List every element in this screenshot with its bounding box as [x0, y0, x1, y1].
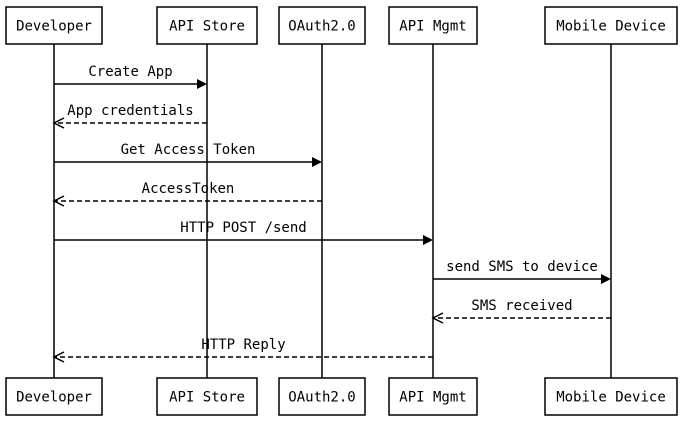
- message-1: Create App: [54, 64, 207, 89]
- participant-developer-top: Developer: [5, 6, 103, 45]
- arrowhead-solid: [423, 235, 433, 245]
- arrowhead-solid: [601, 274, 611, 284]
- participant-oauth-top: OAuth2.0: [278, 6, 366, 45]
- arrowhead-open: [431, 312, 444, 324]
- arrowhead-open: [52, 195, 65, 207]
- message-7: SMS received: [431, 298, 611, 324]
- participant-label: Developer: [16, 19, 92, 35]
- participant-box: [278, 6, 366, 45]
- participant-box: [388, 6, 478, 45]
- participant-label: API Mgmt: [399, 19, 466, 35]
- participant-box: [156, 377, 258, 416]
- message-label: AccessToken: [142, 181, 235, 197]
- lifelines: [53, 44, 612, 378]
- participant-label: Developer: [16, 390, 92, 406]
- participant-box: [5, 377, 103, 416]
- participant-developer-bottom: Developer: [5, 377, 103, 416]
- arrowhead-solid: [197, 79, 207, 89]
- participant-api-mgmt-top: API Mgmt: [388, 6, 478, 45]
- message-label: HTTP POST /send: [180, 220, 306, 236]
- participant-box: [5, 6, 103, 45]
- participant-label: Mobile Device: [556, 19, 666, 35]
- participant-oauth-bottom: OAuth2.0: [278, 377, 366, 416]
- participant-api-mgmt-bottom: API Mgmt: [388, 377, 478, 416]
- message-label: send SMS to device: [446, 259, 598, 275]
- participant-mobile-device-top: Mobile Device: [544, 6, 678, 45]
- message-label: Create App: [88, 64, 172, 80]
- message-4: AccessToken: [52, 181, 322, 207]
- participant-label: OAuth2.0: [288, 390, 355, 406]
- arrowhead-open: [52, 117, 65, 129]
- arrowhead-solid: [312, 157, 322, 167]
- participant-box: [278, 377, 366, 416]
- participant-box: [544, 377, 678, 416]
- participant-box: [544, 6, 678, 45]
- participant-label: API Store: [169, 390, 245, 406]
- participant-label: API Store: [169, 19, 245, 35]
- message-2: App credentials: [52, 103, 207, 129]
- participant-box: [156, 6, 258, 45]
- message-5: HTTP POST /send: [54, 220, 433, 245]
- participant-label: OAuth2.0: [288, 19, 355, 35]
- message-label: SMS received: [471, 298, 572, 314]
- participant-api-store-bottom: API Store: [156, 377, 258, 416]
- message-6: send SMS to device: [433, 259, 611, 284]
- participant-box: [388, 377, 478, 416]
- message-label: HTTP Reply: [201, 337, 285, 353]
- participant-label: API Mgmt: [399, 390, 466, 406]
- message-label: App credentials: [67, 103, 193, 119]
- participant-mobile-device-bottom: Mobile Device: [544, 377, 678, 416]
- message-8: HTTP Reply: [52, 337, 433, 363]
- message-3: Get Access Token: [54, 142, 322, 167]
- participant-label: Mobile Device: [556, 390, 666, 406]
- message-label: Get Access Token: [121, 142, 256, 158]
- arrowhead-open: [52, 351, 65, 363]
- participant-api-store-top: API Store: [156, 6, 258, 45]
